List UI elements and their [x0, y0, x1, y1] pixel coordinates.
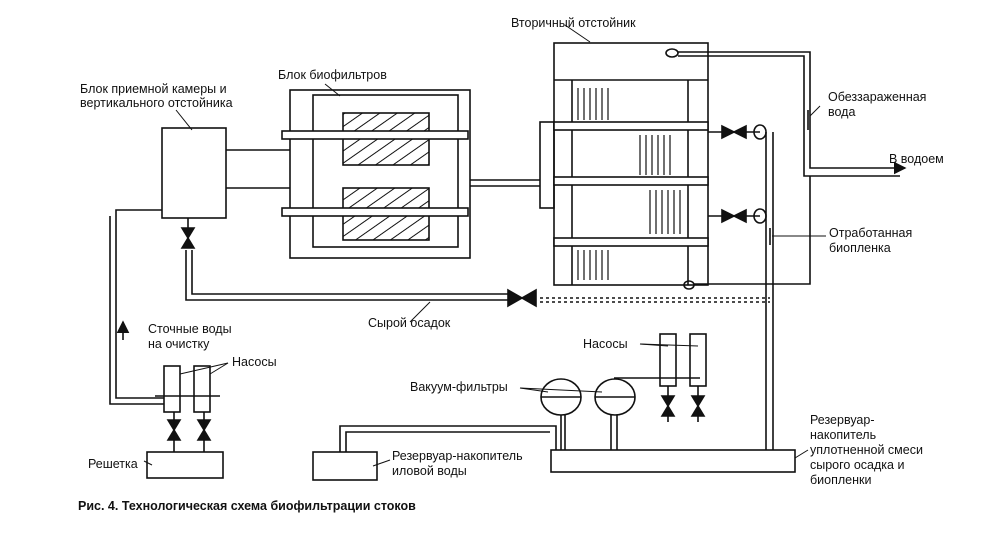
screen — [146, 451, 224, 479]
label-pumps-left: Насосы — [232, 355, 277, 369]
label-vacuum-filters: Вакуум-фильтры — [410, 380, 508, 394]
spent-biofilm-pipe — [765, 132, 774, 450]
label-spent-line2: биопленка — [829, 241, 891, 255]
leader-lines — [143, 24, 826, 467]
sludge-water-tank — [312, 425, 557, 481]
secondary-settler — [553, 42, 709, 286]
wastewater-feed-pipe — [109, 209, 164, 405]
feed-pipe-to-settler — [470, 121, 555, 209]
label-spent-line1: Отработанная — [829, 226, 913, 240]
left-pumps — [155, 365, 220, 452]
right-pumps — [614, 333, 707, 422]
label-pumps-right: Насосы — [583, 337, 628, 351]
mixing-tank — [550, 449, 796, 473]
label-screen: Решетка — [88, 457, 138, 471]
label-sludge-tank-line2: иловой воды — [392, 464, 467, 478]
label-receiving-block-line1: Блок приемной камеры и — [80, 82, 227, 96]
label-disinfected-line1: Обеззараженная — [828, 90, 927, 104]
label-secondary-settler: Вторичный отстойник — [511, 16, 636, 30]
biofilter-block — [226, 89, 471, 259]
label-disinfected-line2: вода — [828, 105, 856, 119]
receiving-chamber — [161, 127, 227, 228]
clean-water-outlet — [665, 48, 907, 177]
settler-valves — [708, 124, 767, 224]
label-biofilter-block: Блок биофильтров — [278, 68, 387, 82]
label-mix-tank-line5: биопленки — [810, 473, 872, 487]
figure-caption: Рис. 4. Технологическая схема биофильтра… — [78, 499, 416, 513]
label-mix-tank-line4: сырого осадка и — [810, 458, 905, 472]
raw-sludge-pipe — [180, 176, 811, 308]
label-wastewater-line2: на очистку — [148, 337, 210, 351]
label-mix-tank-line2: накопитель — [810, 428, 877, 442]
vacuum-filters — [540, 378, 636, 450]
label-receiving-block-line2: вертикального отстойника — [80, 96, 233, 110]
label-raw-sludge: Сырой осадок — [368, 316, 451, 330]
label-wastewater-line1: Сточные воды — [148, 322, 232, 336]
label-mix-tank-line3: уплотненной смеси — [810, 443, 923, 457]
label-to-water-body: В водоем — [889, 152, 944, 166]
label-mix-tank-line1: Резервуар- — [810, 413, 875, 427]
label-sludge-tank-line1: Резервуар-накопитель — [392, 449, 523, 463]
